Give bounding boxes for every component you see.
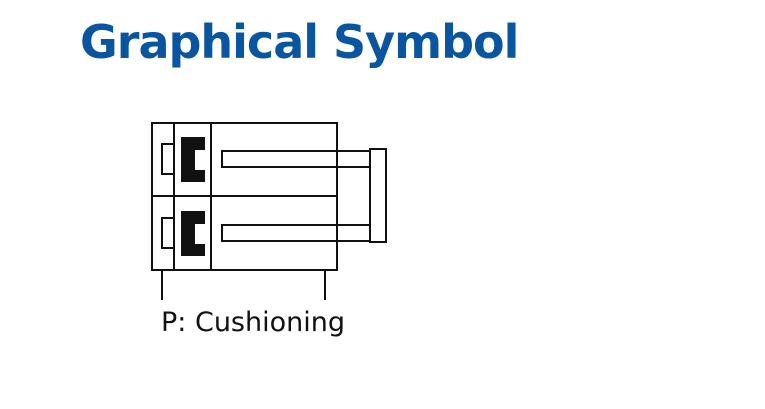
page-title: Graphical Symbol (80, 15, 519, 69)
lower-piston-rod (221, 224, 371, 242)
lower-cushion-bracket (181, 211, 205, 256)
cushioning-caption: P: Cushioning (161, 307, 345, 338)
upper-piston-rod (221, 150, 371, 168)
upper-cushion-port (161, 143, 175, 175)
lower-cylinder (161, 211, 371, 256)
upper-cushion-bracket (181, 137, 205, 182)
upper-cylinder (161, 137, 371, 182)
rod-end-plate (369, 148, 387, 243)
lower-cushion-port (161, 217, 175, 249)
